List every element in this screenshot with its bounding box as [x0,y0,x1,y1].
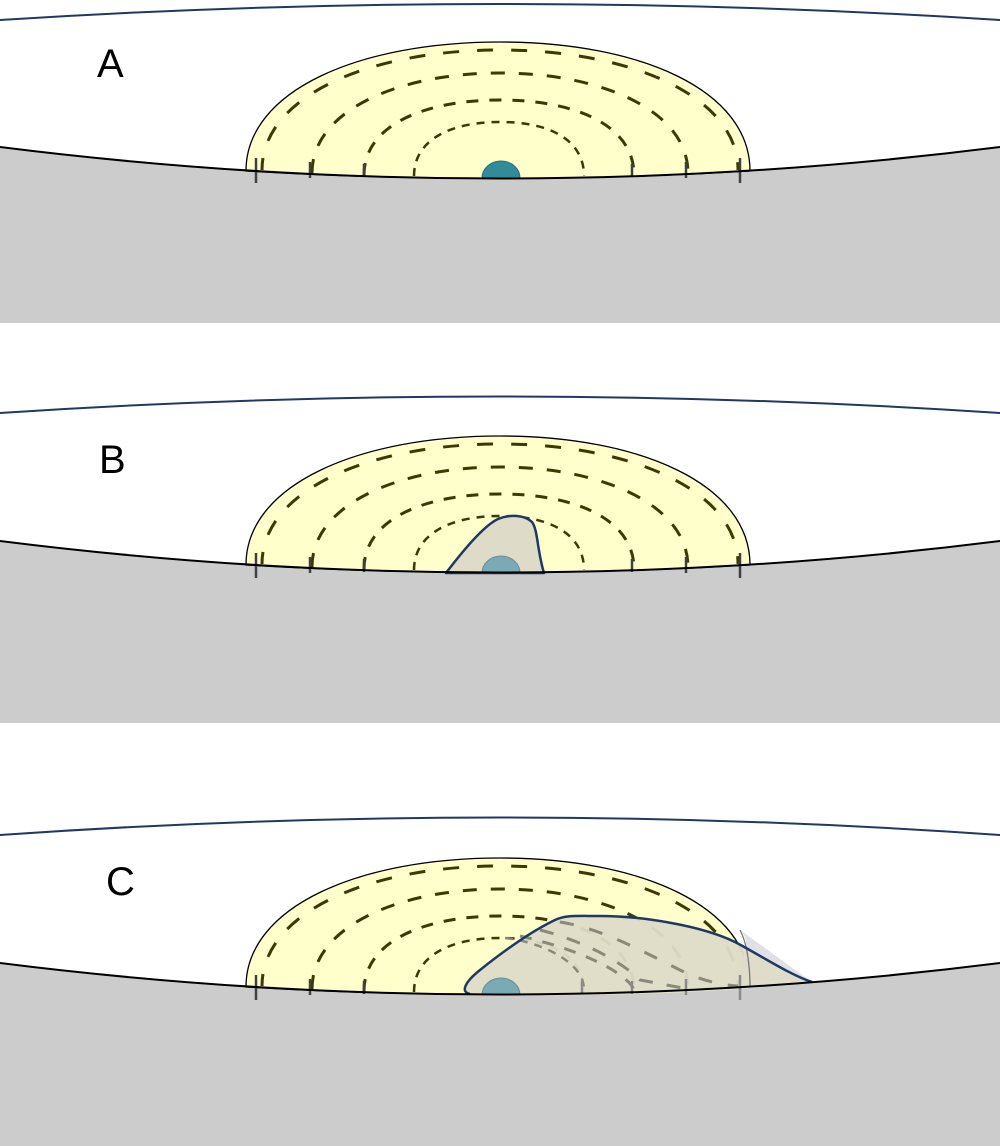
teal-nucleus-icon [481,160,521,179]
top-boundary-curve [0,816,1000,836]
substrate [0,541,1000,723]
substrate-surface [0,962,1000,996]
cell-body [444,514,546,575]
teal-nucleus-icon [481,555,521,574]
dome-edge-under-cell [739,929,751,988]
gradient-contours [260,442,740,571]
secretion-dome [245,41,751,180]
substrate-surface [0,146,1000,180]
panel-a: A [0,0,1000,330]
top-boundary-curve [0,3,1000,21]
panel-c: C [0,810,1000,1146]
panel-label-c: C [106,860,135,904]
cell-body [464,915,812,996]
substrate [0,963,1000,1146]
cell-outline [463,914,813,996]
teal-nucleus-icon [481,977,521,996]
top-boundary-curve [0,395,1000,414]
panel-label-a: A [97,42,124,86]
panel-b-diagram [0,395,1000,723]
panel-a-diagram [0,3,1000,323]
substrate [0,147,1000,323]
panel-c-diagram [0,816,1000,1146]
substrate-surface [0,540,1000,574]
panel-label-b: B [99,438,126,482]
panel-b: B [0,390,1000,730]
gradient-contours [260,48,740,177]
